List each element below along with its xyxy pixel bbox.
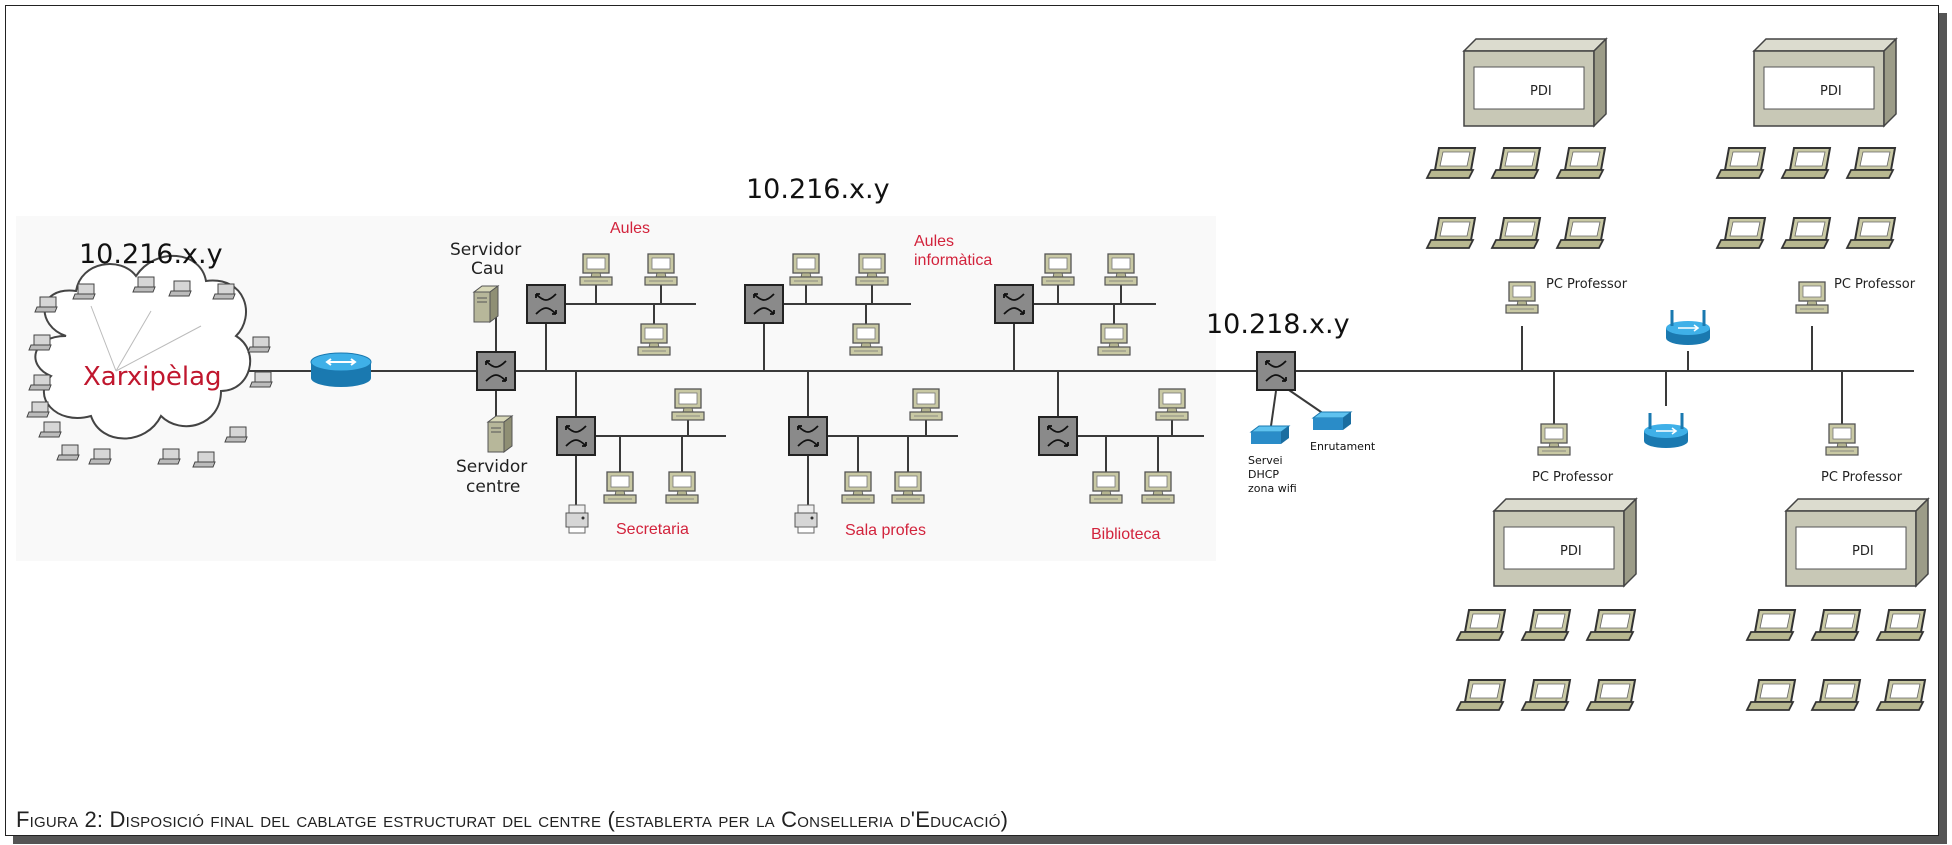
xarxipelag-cloud-icon: [34, 254, 252, 440]
routing-switch-icon: [1312, 411, 1352, 431]
aules-informatica-switch-icon: [744, 284, 784, 324]
center-network-label: 10.216.x.y: [746, 174, 890, 205]
secretaria-printer-icon: [565, 504, 589, 534]
secretaria-switch-icon: [556, 416, 596, 456]
wifi-switch-icon: [1256, 351, 1296, 391]
router-icon: [310, 352, 372, 388]
server-centre-icon: [487, 415, 513, 453]
laptops-group-2: [1716, 147, 1896, 249]
laptops-group-1: [1426, 147, 1606, 249]
server-centre-line2: centre: [466, 477, 520, 497]
dhcp-switch-icon: [1250, 425, 1290, 445]
pdi-board-4-icon: [1785, 498, 1929, 587]
aules-informatica-line2: informàtica: [914, 252, 992, 269]
sala-profes-printer-icon: [794, 504, 818, 534]
wifi-network-label: 10.218.x.y: [1206, 309, 1350, 340]
figure-frame: 10.216.x.y Xarxipèlag Servidor Cau Servi…: [5, 5, 1939, 836]
pc-professor-2-label: PC Professor: [1834, 277, 1916, 292]
pdi-3-label: PDI: [1560, 544, 1582, 559]
main-switch-icon: [476, 351, 516, 391]
dhcp-line3: zona wifi: [1248, 482, 1297, 495]
sala-profes-label: Sala profes: [845, 522, 926, 539]
pc-professor-3-label: PC Professor: [1532, 470, 1614, 485]
pdi-2-label: PDI: [1820, 84, 1842, 99]
aules-informatica-line1: Aules: [914, 233, 954, 250]
aules-label: Aules: [610, 220, 650, 237]
dhcp-line2: DHCP: [1248, 468, 1279, 481]
pc-professor-1-label: PC Professor: [1546, 277, 1628, 292]
biblioteca-switch-icon: [1038, 416, 1078, 456]
server-centre-line1: Servidor: [456, 457, 527, 477]
pc-professor-1-icon: [1505, 281, 1539, 314]
pdi-4-label: PDI: [1852, 544, 1874, 559]
laptops-group-3: [1456, 609, 1636, 711]
routing-label: Enrutament: [1310, 440, 1376, 453]
server-cau-icon: [473, 285, 499, 323]
server-cau-line1: Servidor: [450, 240, 521, 260]
biblioteca-top-switch-icon: [994, 284, 1034, 324]
sala-profes-switch-icon: [788, 416, 828, 456]
aules-switch-icon: [526, 284, 566, 324]
cloud-label: Xarxipèlag: [83, 362, 222, 392]
figure-caption: Figura 2: Disposició final del cablatge …: [16, 807, 1009, 832]
laptops-group-4: [1746, 609, 1926, 711]
biblioteca-label: Biblioteca: [1091, 526, 1160, 543]
pc-professor-4-label: PC Professor: [1821, 470, 1903, 485]
pc-professor-4-icon: [1825, 423, 1859, 456]
pc-professor-2-icon: [1795, 281, 1829, 314]
server-cau-line2: Cau: [471, 259, 504, 279]
access-point-bottom-icon: [1642, 411, 1690, 450]
dhcp-line1: Servei: [1248, 454, 1283, 467]
xarxipelag-network-label: 10.216.x.y: [79, 239, 223, 270]
secretaria-label: Secretaria: [616, 521, 689, 538]
pdi-board-2-icon: [1753, 38, 1897, 127]
pdi-board-3-icon: [1493, 498, 1637, 587]
network-diagram: 10.216.x.y Xarxipèlag Servidor Cau Servi…: [16, 38, 1929, 711]
access-point-top-icon: [1664, 308, 1712, 347]
pdi-1-label: PDI: [1530, 84, 1552, 99]
pc-professor-3-icon: [1537, 423, 1571, 456]
pdi-board-1-icon: [1463, 38, 1607, 127]
